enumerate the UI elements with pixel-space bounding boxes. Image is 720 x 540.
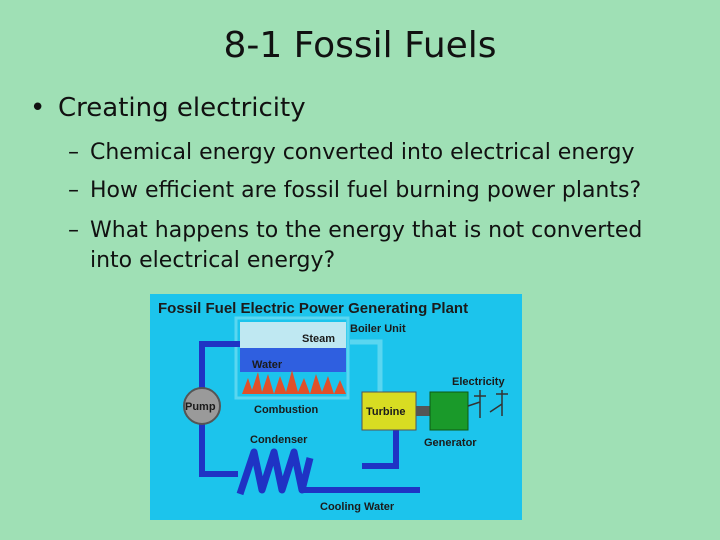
- steam-label: Steam: [302, 333, 335, 345]
- dash-marker: –: [68, 218, 79, 243]
- turbine-shaft: [416, 406, 430, 416]
- condenser-label: Condenser: [250, 434, 308, 446]
- electricity-label: Electricity: [452, 376, 505, 388]
- cooling-water-label: Cooling Water: [320, 501, 395, 513]
- pump-label: Pump: [185, 401, 216, 413]
- dash-marker: –: [68, 140, 79, 165]
- steam-region: [240, 322, 346, 348]
- water-label: Water: [252, 359, 283, 371]
- power-lines-icon: [467, 390, 508, 418]
- turbine-label: Turbine: [366, 406, 406, 418]
- slide-title: 8-1 Fossil Fuels: [223, 25, 497, 66]
- subpoint-chemical-energy: – Chemical energy converted into electri…: [68, 138, 688, 168]
- bullet-marker: •: [30, 93, 46, 123]
- subpoint-efficiency: – How efficient are fossil fuel burning …: [68, 176, 688, 206]
- combustion-label: Combustion: [254, 404, 318, 416]
- boiler-unit-label: Boiler Unit: [350, 323, 406, 335]
- subpoint-unconverted-energy: – What happens to the energy that is not…: [68, 216, 688, 276]
- diagram-title: Fossil Fuel Electric Power Generating Pl…: [158, 300, 468, 317]
- bullet-creating-electricity: • Creating electricity: [30, 90, 306, 126]
- generator: [429, 391, 469, 431]
- subpoint-text: What happens to the energy that is not c…: [90, 218, 643, 273]
- power-plant-diagram: Fossil Fuel Electric Power Generating Pl…: [150, 294, 522, 520]
- turbine: [361, 391, 417, 431]
- generator-label: Generator: [424, 437, 477, 449]
- water-region: [240, 348, 346, 372]
- dash-marker: –: [68, 178, 79, 203]
- pump: [183, 387, 221, 425]
- bullet-text: Creating electricity: [58, 93, 306, 123]
- flames: [242, 370, 346, 394]
- condenser-coil: [236, 448, 314, 496]
- subpoint-text: How efficient are fossil fuel burning po…: [90, 178, 642, 203]
- subpoint-text: Chemical energy converted into electrica…: [90, 140, 635, 165]
